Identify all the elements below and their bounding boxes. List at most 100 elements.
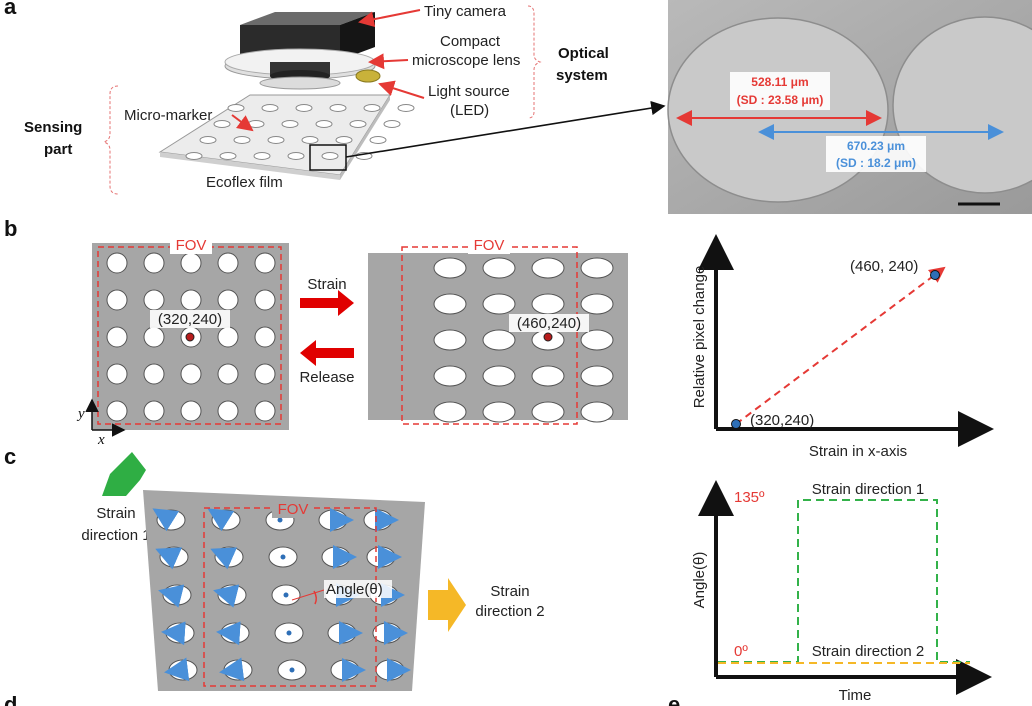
- film-dot: [363, 104, 381, 112]
- marker-ellipse: [482, 293, 516, 315]
- marker-ellipse: [580, 365, 614, 387]
- arrow-micro-marker: [231, 114, 254, 132]
- displacement-arrow: [219, 657, 245, 682]
- marker-circle: [180, 363, 202, 385]
- panel-label-c: c: [4, 444, 16, 469]
- label-optical-line1: Optical: [558, 45, 609, 62]
- film-dot: [315, 120, 333, 128]
- film-dot: [213, 120, 231, 128]
- film-dot: [233, 136, 251, 144]
- plot2-y-tick-135: 135º: [734, 489, 765, 506]
- label-dir1-line1: Strain: [96, 505, 135, 522]
- film-dot: [219, 152, 237, 160]
- label-strain: Strain: [307, 276, 346, 293]
- marker-circle: [143, 326, 165, 348]
- label-dir2-line2: direction 2: [475, 603, 544, 620]
- marker-circle: [254, 252, 276, 274]
- marker-circle: [143, 252, 165, 274]
- film-dot: [227, 104, 245, 112]
- marker-ellipse: [580, 329, 614, 351]
- plot2-y-tick-0: 0º: [734, 643, 748, 660]
- label-release: Release: [299, 369, 354, 386]
- displacement-arrow: [164, 657, 190, 682]
- marker-ellipse: [580, 293, 614, 315]
- pixel-change-plot: (320,240) (460, 240) Relative pixel chan…: [691, 234, 994, 460]
- marker-circle: [143, 400, 165, 422]
- panel-label-e: e: [668, 692, 680, 706]
- marker-ellipse: [531, 257, 565, 279]
- plot1-point-start-label: (320,240): [750, 412, 814, 429]
- label-dir1-line2: direction 1: [81, 527, 150, 544]
- displacement-arrow: [161, 621, 186, 646]
- marker-circle: [143, 363, 165, 385]
- point-label-left: (320,240): [158, 311, 222, 328]
- marker-ellipse: [531, 401, 565, 423]
- film-dot: [281, 120, 299, 128]
- marker-center-dot: [283, 592, 289, 598]
- marker-ellipse: [482, 401, 516, 423]
- marker-center-dot: [277, 517, 283, 523]
- film-dot: [199, 136, 217, 144]
- marker-circle: [180, 400, 202, 422]
- panel-label-a: a: [4, 0, 17, 19]
- marker-circle: [217, 289, 239, 311]
- fov-box-right: [401, 246, 578, 425]
- marker-circle: [217, 400, 239, 422]
- plot1-point-end-label: (460, 240): [850, 258, 918, 275]
- film-dot: [247, 120, 265, 128]
- marker-circle: [180, 252, 202, 274]
- measure-red-sd: (SD : 23.58 μm): [737, 93, 824, 107]
- marker-ellipse: [531, 293, 565, 315]
- plot1-point-start: [731, 419, 741, 429]
- bracket-optical: [527, 5, 542, 119]
- ecoflex-film-illustration: [158, 94, 415, 180]
- displacement-arrow: [155, 547, 183, 570]
- camera-illustration: [224, 12, 381, 90]
- displacement-arrow: [158, 584, 185, 608]
- film-dot: [185, 152, 203, 160]
- marker-ellipse: [580, 257, 614, 279]
- xy-axis-indicator: y x: [76, 398, 126, 448]
- displacement-arrow: [213, 584, 240, 608]
- fov-label-right: FOV: [474, 237, 505, 254]
- label-dir2-line1: Strain: [490, 583, 529, 600]
- label-light-line2: (LED): [450, 102, 489, 119]
- marker-circle: [254, 363, 276, 385]
- displacement-arrow: [210, 547, 238, 570]
- strain-direction-1-arrow: [102, 452, 146, 496]
- plot2-series1-label: Strain direction 1: [812, 481, 925, 498]
- marker-circle: [254, 326, 276, 348]
- marker-circle: [106, 363, 128, 385]
- marker-circle: [106, 326, 128, 348]
- marker-ellipse: [482, 365, 516, 387]
- marker-circle: [143, 289, 165, 311]
- measure-blue-sd: (SD : 18.2 μm): [836, 156, 916, 170]
- marker-circle: [106, 400, 128, 422]
- marker-point-left: [185, 332, 195, 342]
- film-dot: [267, 136, 285, 144]
- marker-circle: [217, 326, 239, 348]
- plot1-y-label: Relative pixel change: [691, 266, 708, 409]
- angle-ray: [291, 589, 325, 601]
- marker-circle: [217, 363, 239, 385]
- marker-center-dot: [289, 667, 295, 673]
- marker-circle: [217, 252, 239, 274]
- film-dot: [321, 152, 339, 160]
- marker-center-dot: [286, 630, 292, 636]
- zoom-arrow: [345, 100, 666, 158]
- marker-circle: [254, 400, 276, 422]
- plot2-series2-label: Strain direction 2: [812, 643, 925, 660]
- arrow-light: [378, 80, 425, 99]
- measure-red-value: 528.11 μm: [751, 75, 808, 89]
- angle-arc: [313, 590, 318, 605]
- film-dot: [261, 104, 279, 112]
- film-dot: [349, 120, 367, 128]
- release-arrow: [300, 340, 354, 366]
- marker-ellipse: [433, 257, 467, 279]
- marker-ellipse: [531, 365, 565, 387]
- marker-point-right: [543, 332, 553, 342]
- label-light-line1: Light source: [428, 83, 510, 100]
- marker-circle: [106, 289, 128, 311]
- displacement-arrow: [216, 621, 241, 646]
- label-ecoflex-film: Ecoflex film: [206, 174, 283, 191]
